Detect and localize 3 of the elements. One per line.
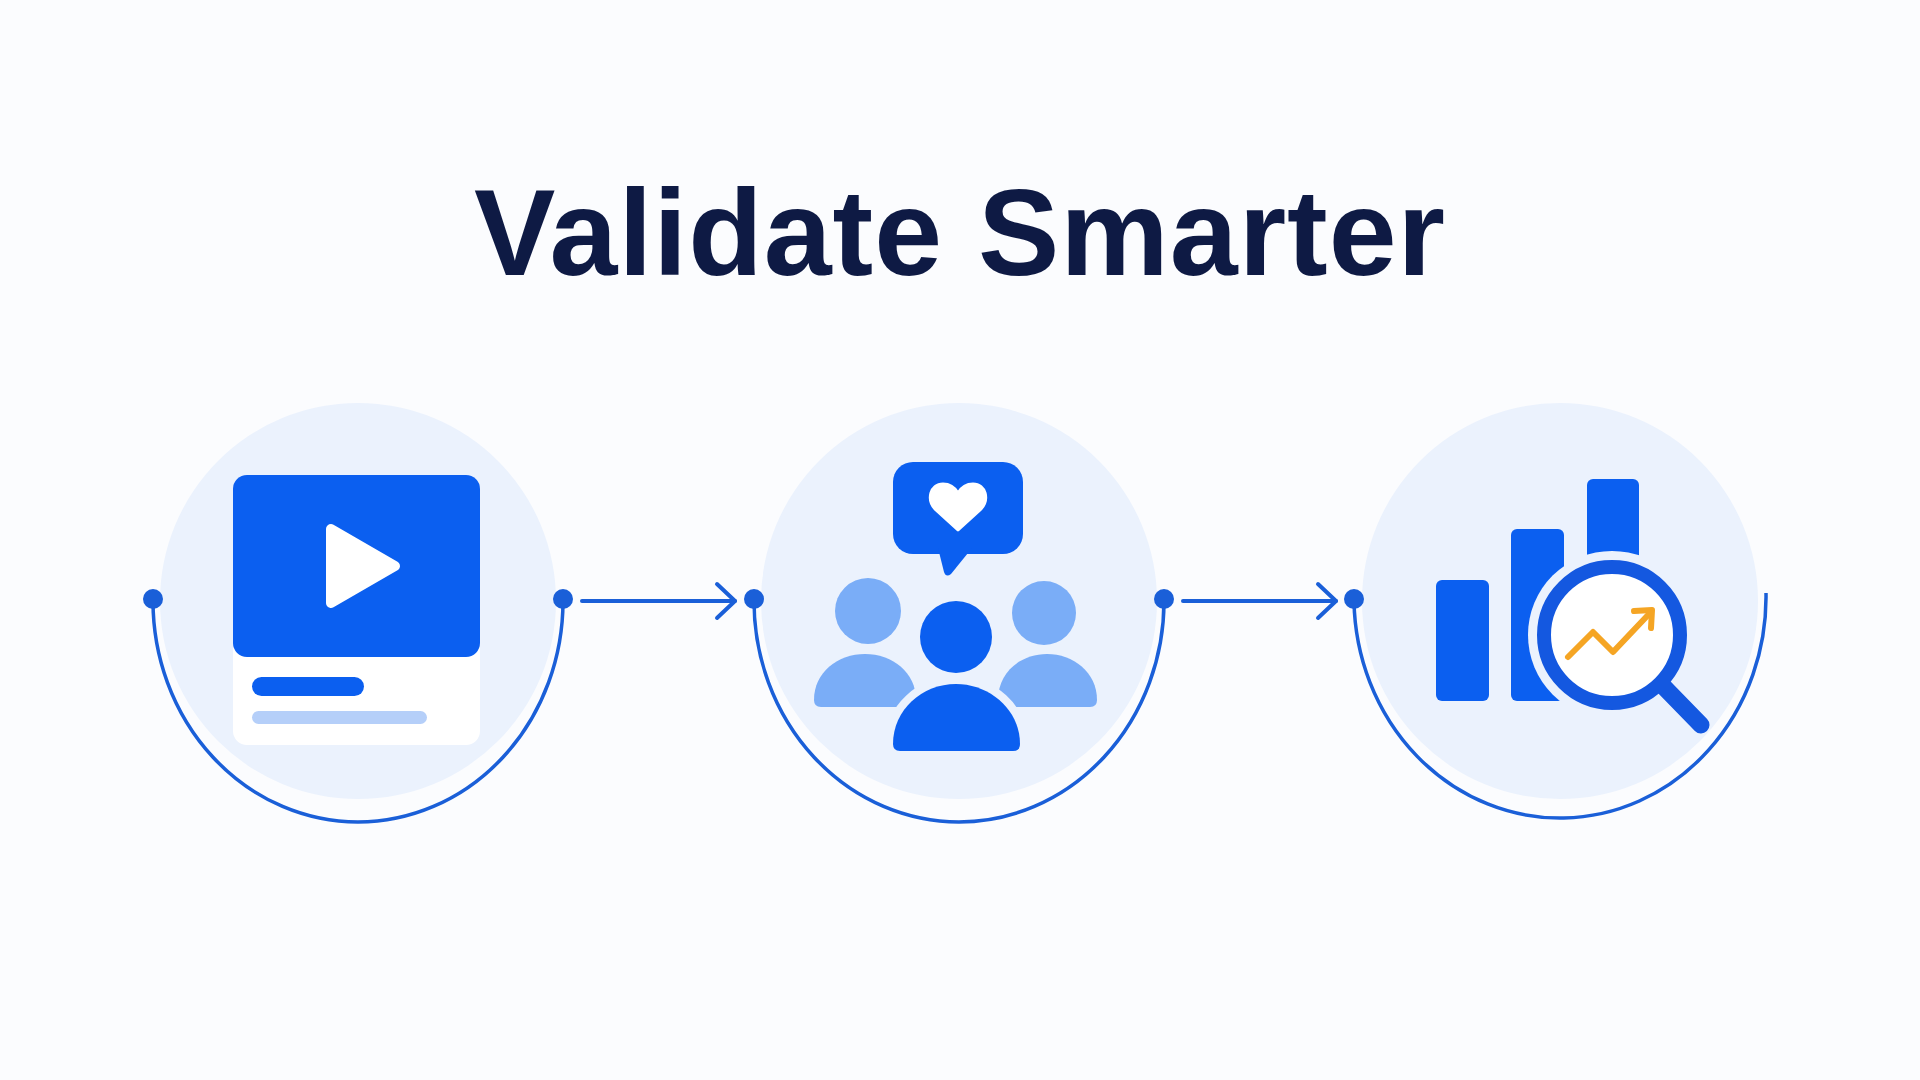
arrow [1181, 582, 1338, 620]
title: Validate Smarter [473, 172, 1447, 294]
arrow [580, 582, 737, 620]
